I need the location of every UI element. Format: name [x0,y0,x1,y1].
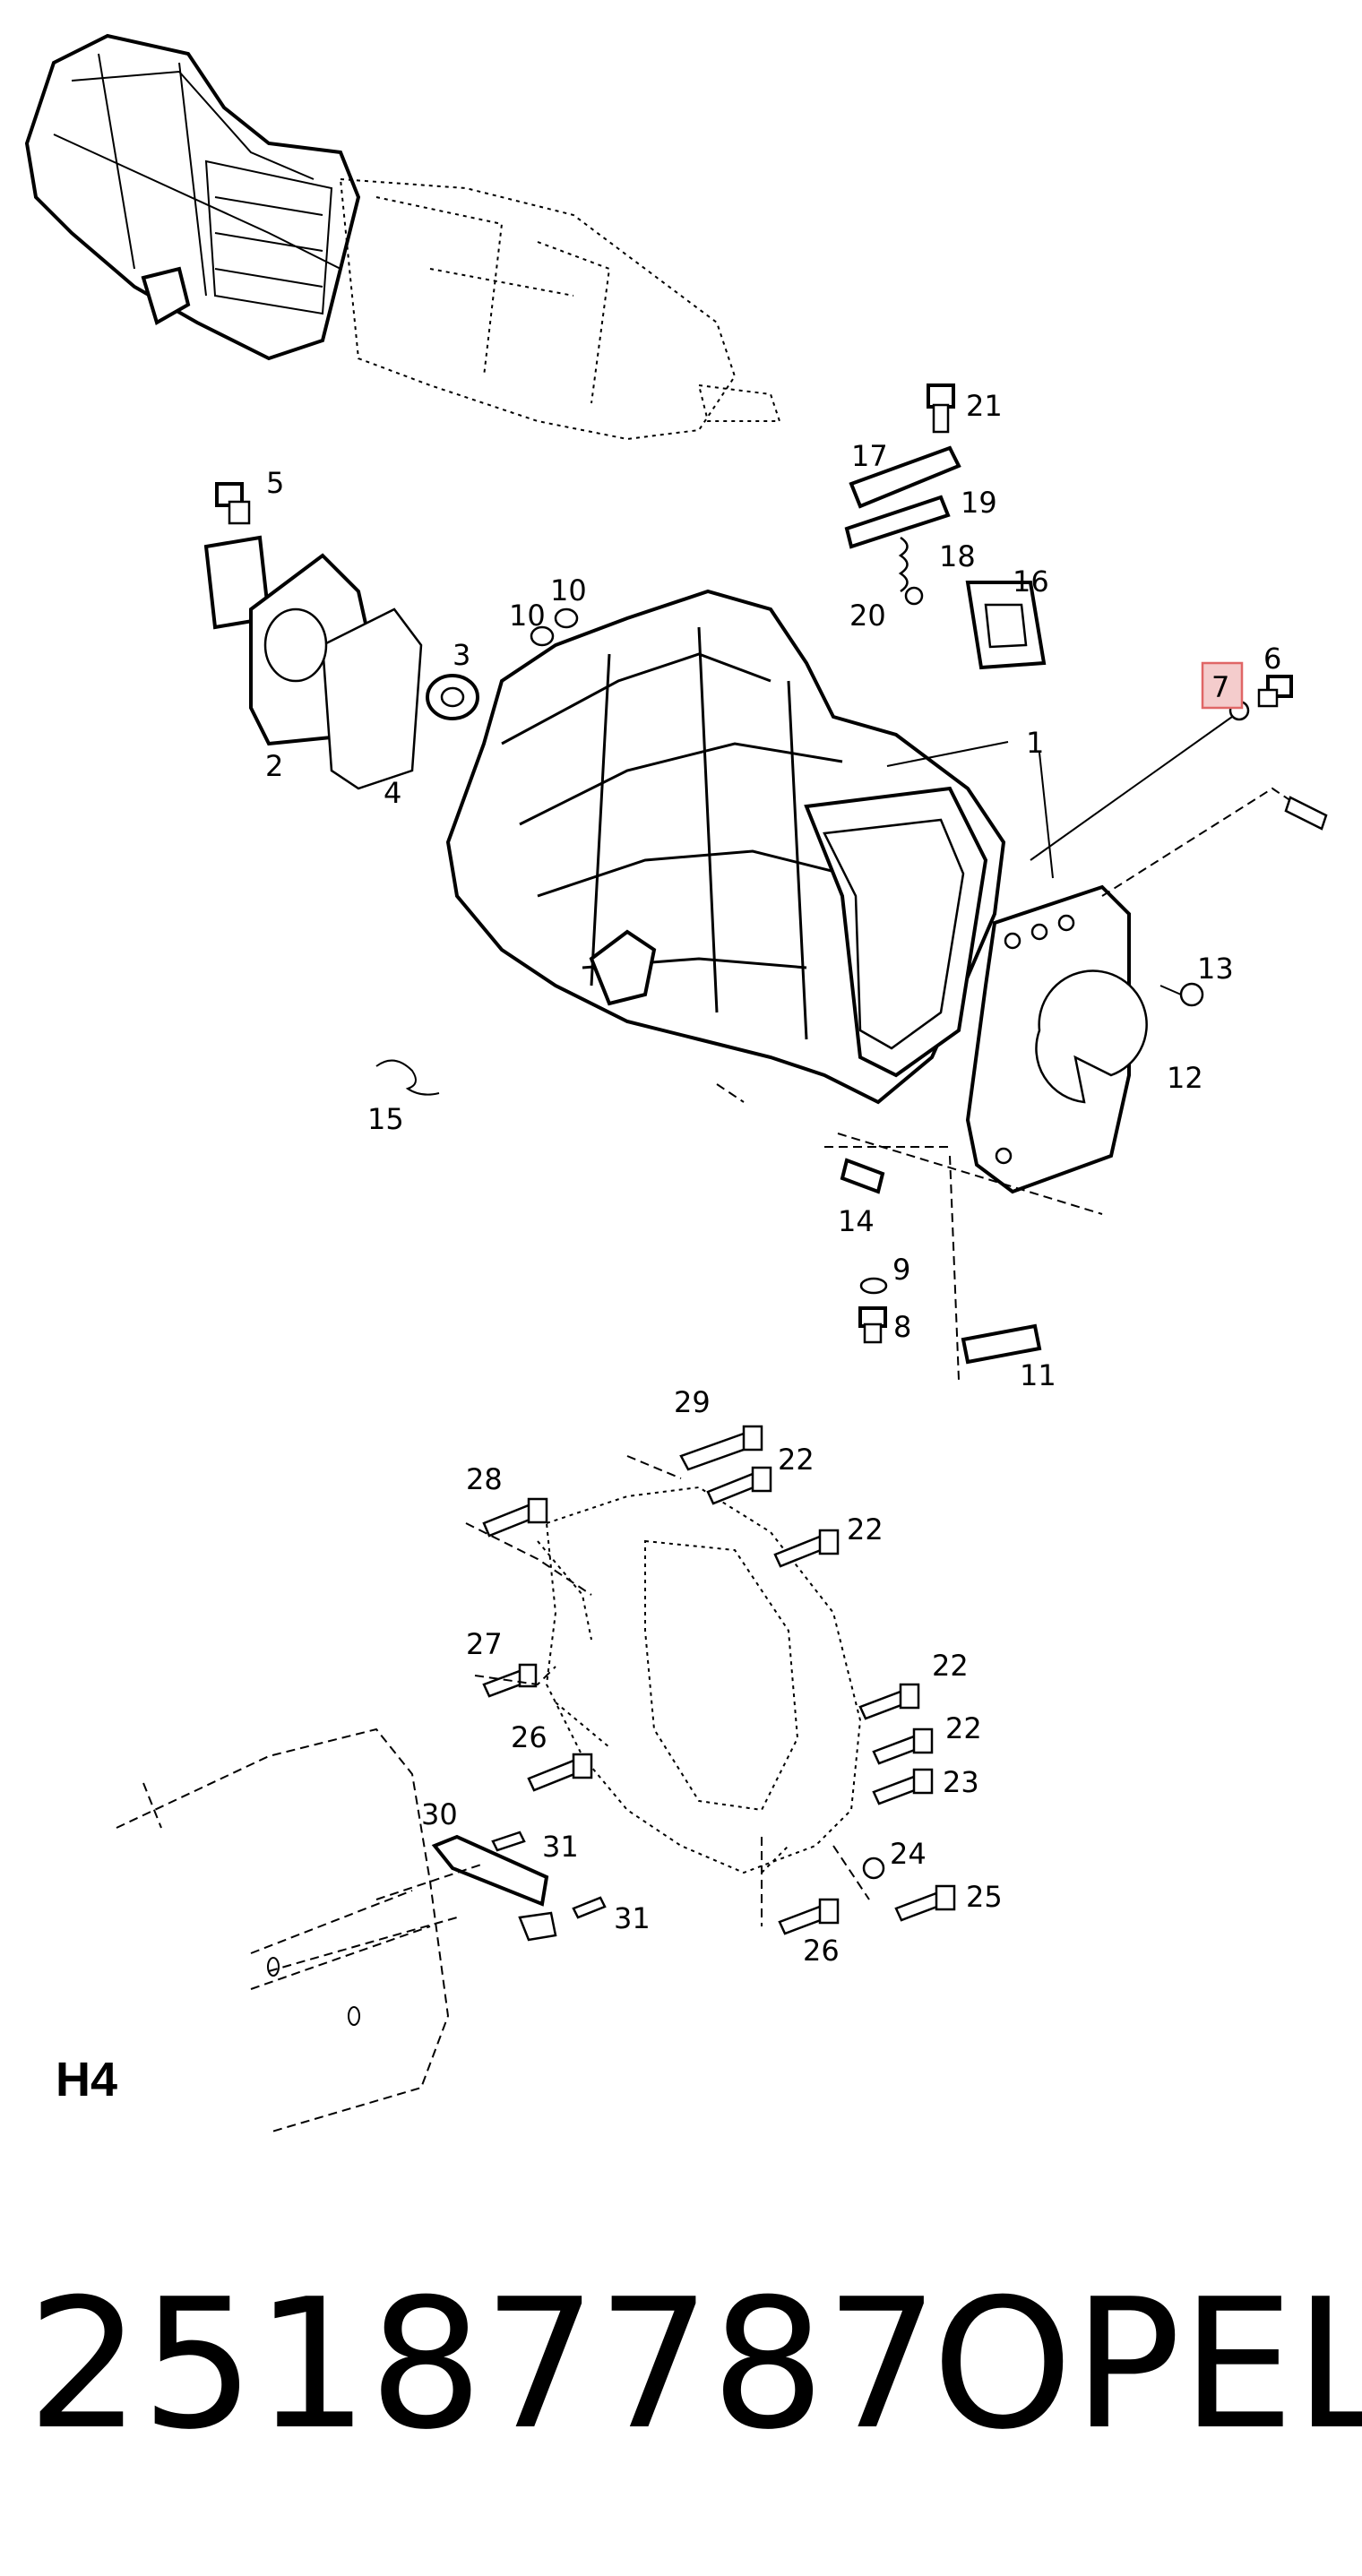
parts-6-7-plug-oring [1030,675,1328,897]
callout-16: 16 [1013,564,1049,599]
callout-26b: 26 [803,1934,840,1968]
parts-8-9-plug-washer [858,1277,888,1344]
callout-14: 14 [838,1204,875,1238]
callout-11: 11 [1020,1358,1056,1392]
callout-9: 9 [892,1253,910,1287]
callout-1: 1 [1026,726,1044,760]
callout-5: 5 [266,466,284,500]
callout-31a: 31 [542,1830,579,1864]
part-10-pins [530,607,579,647]
callout-22a: 22 [778,1443,815,1477]
callout-26a: 26 [511,1720,547,1754]
part-number: 25187787 [27,2261,939,2469]
callout-22d: 22 [945,1711,982,1745]
bolts-bottom [482,1425,956,1935]
bell-housing-illustration [537,1486,862,1874]
callout-4: 4 [384,776,401,810]
parts-16-21-shift-linkage [844,383,1047,670]
engine-block-outline [116,1727,450,2133]
parts-2-4-retainer-gasket [203,535,423,790]
callout-15: 15 [367,1102,404,1136]
callout-28: 28 [466,1462,503,1496]
callout-10a: 10 [550,573,587,607]
leader-lines-middle [716,741,1103,1381]
callout-labels: 1 2 3 4 5 6 7 8 9 10 10 11 12 13 14 15 1… [265,389,1281,1968]
callout-13: 13 [1197,952,1234,986]
assembled-gearbox-illustration [24,33,781,441]
part-3-bearing [426,674,479,720]
callout-22b: 22 [847,1512,884,1546]
callout-6: 6 [1263,642,1281,676]
callout-21: 21 [966,389,1003,423]
highlight-box [1201,661,1244,710]
callout-27: 27 [466,1627,503,1661]
callout-7: 7 [1211,670,1229,704]
callout-30: 30 [421,1797,458,1831]
callout-12: 12 [1167,1061,1203,1095]
callout-24: 24 [890,1837,927,1871]
part-13-screw [1159,982,1204,1007]
callout-2: 2 [265,749,283,783]
callout-23: 23 [943,1765,979,1799]
callout-31b: 31 [614,1901,651,1935]
part-14-dowel [840,1158,885,1194]
part-11-pad [961,1323,1042,1365]
callout-25: 25 [966,1880,1003,1914]
callout-17: 17 [851,439,888,473]
callout-3: 3 [453,638,470,672]
part-5-bolt [215,482,251,525]
callout-8: 8 [893,1310,911,1344]
leader-lines-bottom [268,1455,870,1972]
callout-19: 19 [961,486,997,520]
part-15-clip [375,1059,440,1096]
callout-22c: 22 [932,1649,969,1683]
part-30-bracket-31-bolts [431,1831,607,1942]
section-code: H4 [56,2053,118,2106]
brand-name: OPEL [932,2261,1362,2469]
callout-29: 29 [674,1385,711,1419]
callout-10b: 10 [509,599,546,633]
callout-20: 20 [849,599,886,633]
callout-18: 18 [939,539,976,573]
cover-plate-12 [965,884,1148,1194]
gearbox-housing-1 [445,589,1006,1105]
